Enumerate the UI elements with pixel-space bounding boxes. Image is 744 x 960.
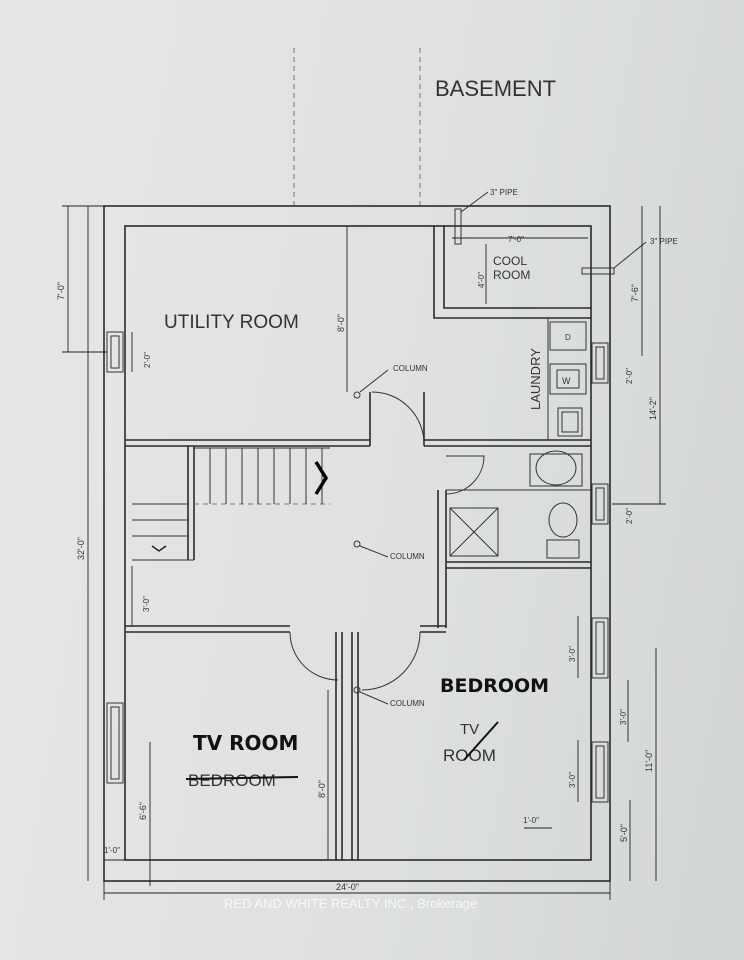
dim-2-0-right: 2'-0": [625, 368, 634, 384]
dim-5-0: 5'-0": [619, 824, 629, 842]
dim-3-0-right: 3'-0": [619, 709, 628, 725]
column-label: COLUMN: [393, 364, 428, 373]
window: [591, 617, 609, 679]
window: [106, 702, 124, 784]
dim-1-0-left: 1'-0": [104, 846, 120, 855]
toilet: [548, 502, 578, 538]
fixtures: D W: [449, 321, 587, 559]
stair-down-arrow-icon: [151, 545, 167, 552]
bath-sink: [535, 450, 577, 486]
dim-2-0-right: 2'-0": [625, 508, 634, 524]
dim-32-0: 32'-0": [76, 537, 86, 560]
dim-3-0-left: 3'-0": [142, 596, 151, 612]
doors: [289, 391, 485, 691]
column-marker: [353, 540, 361, 548]
dim-4-0: 4'-0": [477, 272, 486, 288]
shower: [449, 507, 499, 557]
pipe-label: 3" PIPE: [650, 237, 678, 246]
utility-room-label: UTILITY ROOM: [164, 312, 299, 333]
column-label: COLUMN: [390, 552, 425, 561]
pipe-marker: [454, 208, 462, 245]
pipes: 3" PIPE 3" PIPE: [454, 188, 678, 275]
cool-room-label-2: ROOM: [493, 268, 530, 282]
dim-1-0-bed: 1'-0": [523, 816, 539, 825]
dim-11-0: 11'-0": [644, 750, 654, 772]
stairs: [132, 447, 330, 552]
washer: [549, 363, 587, 395]
column-marker: [353, 686, 361, 694]
dim-7-0: 7'-0": [56, 282, 66, 300]
dim-3-0-bed: 3'-0": [568, 646, 577, 662]
column-label: COLUMN: [390, 699, 425, 708]
window: [106, 331, 124, 373]
dim-3-0-bed: 3'-0": [568, 772, 577, 788]
bedroom-struck-label: BEDROOM: [188, 771, 276, 790]
door-swing: [361, 631, 421, 691]
dim-7-6: 7'-6": [630, 284, 640, 302]
room-struck-label: ROOM: [443, 746, 496, 765]
tv-struck-label: TV: [460, 721, 479, 738]
laundry-sink: [557, 407, 583, 437]
window: [591, 483, 609, 525]
plan-title: BASEMENT: [435, 76, 556, 101]
columns: COLUMN COLUMN COLUMN: [353, 364, 428, 708]
window: [591, 741, 609, 803]
dryer: [549, 321, 587, 351]
washer-label: W: [562, 376, 571, 386]
pipe-marker: [581, 267, 615, 275]
cool-room-label-1: COOL: [493, 254, 527, 268]
door-swing: [371, 391, 425, 445]
door-swing: [289, 631, 339, 681]
dryer-label: D: [565, 333, 571, 342]
pipe-label: 3" PIPE: [490, 188, 518, 197]
column-marker: [353, 391, 361, 399]
window: [591, 342, 609, 384]
strike-through: [463, 721, 499, 761]
dim-14-2: 14'-2": [648, 397, 658, 420]
windows: [106, 331, 609, 803]
interior-walls: [125, 226, 591, 860]
dim-8-0-utility: 8'-0": [336, 314, 346, 332]
door-swing: [445, 455, 485, 495]
dim-2-0: 2'-0": [143, 352, 152, 368]
tv-room-label: TV ROOM: [193, 731, 298, 755]
room-labels: UTILITY ROOM COOL ROOM LAUNDRY BEDROOM T…: [164, 254, 549, 790]
watermark: RED AND WHITE REALTY INC., Brokerage: [224, 896, 477, 911]
dim-6-6: 6'-6": [138, 802, 148, 820]
strike-through: [185, 776, 299, 780]
dim-24-0: 24'-0": [336, 882, 359, 892]
bedroom-label: BEDROOM: [440, 675, 549, 697]
dim-7-0-cool: 7'-0": [508, 235, 524, 244]
dimension-lines: 7'-0" 2'-0" 32'-0" 3'-0" 8'-0" 8'-0" 6'-…: [56, 205, 666, 900]
dim-8-0-tv: 8'-0": [317, 780, 327, 798]
laundry-label: LAUNDRY: [528, 348, 543, 410]
stair-up-arrow-icon: [314, 461, 329, 495]
